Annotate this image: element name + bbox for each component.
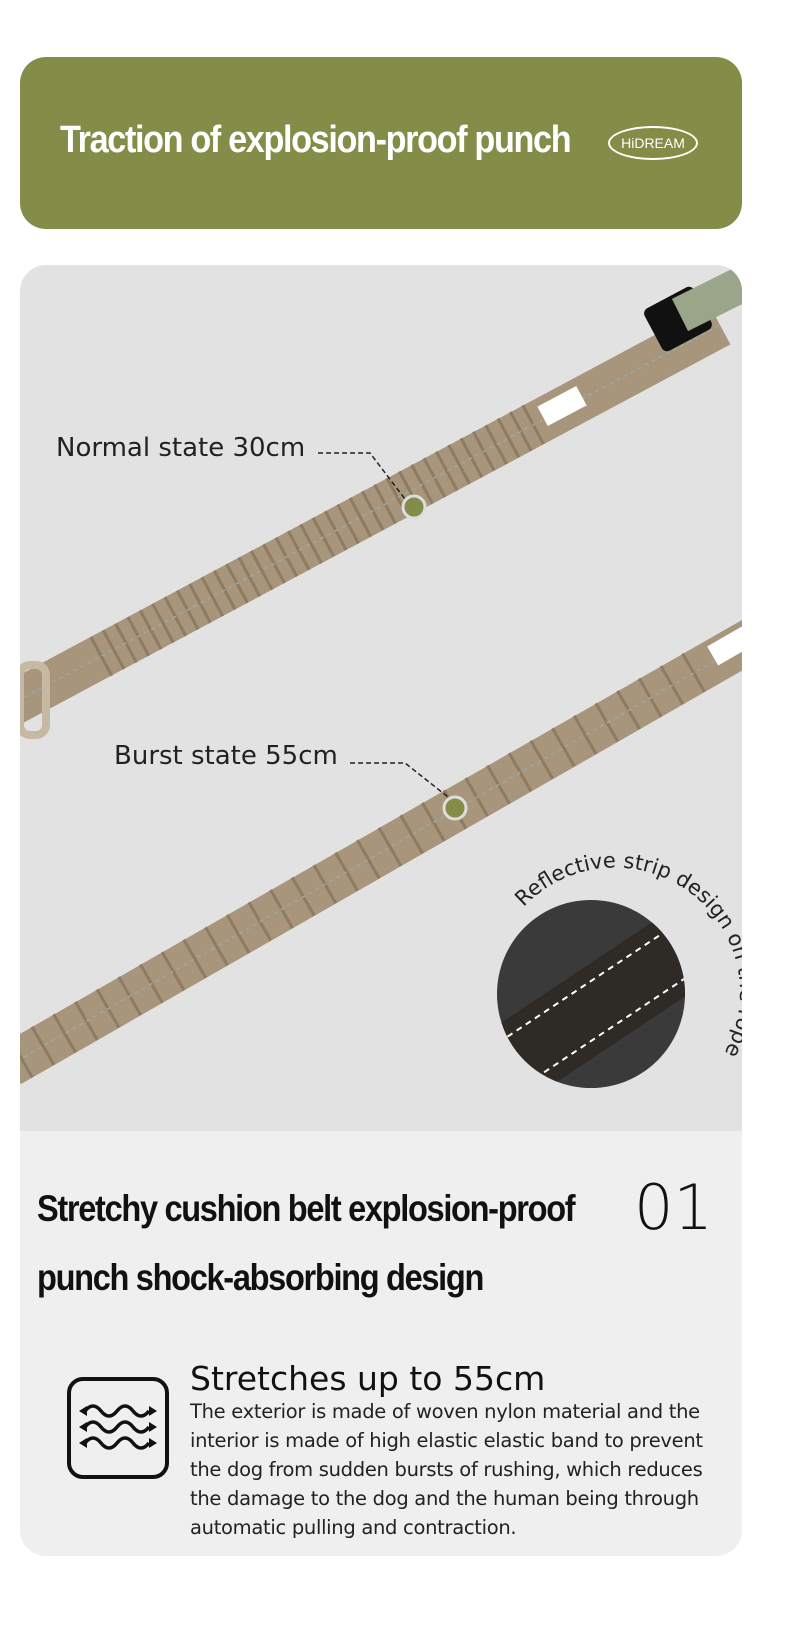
stretch-waves-icon <box>67 1377 169 1479</box>
header-banner: Traction of explosion-proof punch HiDREA… <box>20 57 742 229</box>
feature-heading-2: punch shock-absorbing design <box>37 1257 484 1298</box>
clip-hook <box>20 661 50 739</box>
leash-normal <box>20 305 731 725</box>
strap <box>671 265 742 332</box>
banner-title: Traction of explosion-proof punch <box>60 119 572 161</box>
burst-state-label: Burst state 55cm <box>114 741 338 771</box>
feature-section: Stretchy cushion belt explosion-proof 01… <box>20 1131 742 1556</box>
burst-state-marker <box>442 795 468 821</box>
brand-logo: HiDREAM <box>608 126 698 160</box>
burst-leader-line <box>350 762 449 798</box>
brand-tag <box>707 626 742 666</box>
normal-state-label: Normal state 30cm <box>56 433 306 463</box>
leash-burst <box>20 619 742 1085</box>
normal-state-marker <box>401 494 427 520</box>
brand-tag <box>537 385 587 427</box>
leash-illustration: Reflective strip design on the rope <box>20 265 742 1088</box>
feature-description: The exterior is made of woven nylon mate… <box>190 1400 703 1539</box>
product-photo: Reflective strip design on the rope Norm… <box>20 265 742 1131</box>
feature-number: 01 <box>634 1171 713 1244</box>
feature-subtitle: Stretches up to 55cm <box>190 1359 546 1398</box>
normal-leader-line <box>318 452 406 500</box>
feature-heading-1: Stretchy cushion belt explosion-proof <box>37 1188 576 1229</box>
